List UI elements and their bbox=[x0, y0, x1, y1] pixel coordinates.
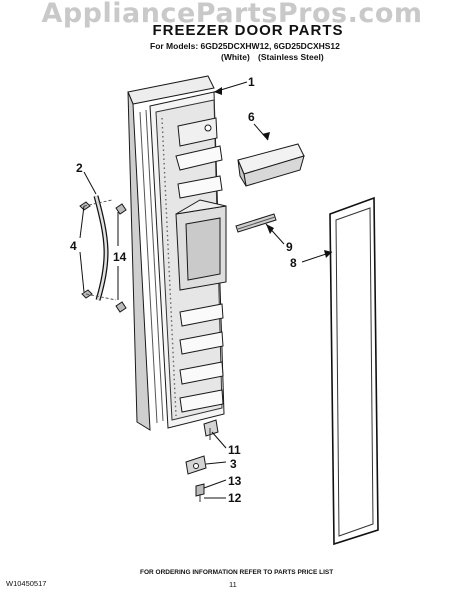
hinge-assembly bbox=[185, 419, 219, 502]
door-outer-panel bbox=[127, 75, 215, 431]
callout-3: 3 bbox=[230, 457, 237, 471]
callout-9: 9 bbox=[286, 240, 293, 254]
callout-4: 4 bbox=[70, 239, 77, 253]
door-gasket bbox=[329, 196, 379, 546]
callout-13: 13 bbox=[228, 474, 242, 488]
callout-2: 2 bbox=[76, 161, 83, 175]
page-number: 11 bbox=[229, 580, 237, 589]
callout-6: 6 bbox=[248, 110, 255, 124]
ordering-note: FOR ORDERING INFORMATION REFER TO PARTS … bbox=[140, 569, 334, 576]
callout-12: 12 bbox=[228, 491, 242, 505]
watermark: AppliancePartsPros.com bbox=[41, 0, 423, 29]
models-line: For Models: 6GD25DCXHW12, 6GD25DCXHS12 bbox=[150, 41, 340, 51]
variant-steel-label: (Stainless Steel) bbox=[258, 52, 324, 62]
door-bin bbox=[237, 143, 305, 187]
door-liner bbox=[149, 91, 227, 429]
page-title: FREEZER DOOR PARTS bbox=[152, 22, 344, 39]
callout-11: 11 bbox=[228, 443, 241, 457]
leader-lines bbox=[79, 81, 333, 499]
trim-strip bbox=[235, 213, 277, 233]
callout-1: 1 bbox=[248, 75, 255, 89]
callout-8: 8 bbox=[290, 256, 297, 270]
variant-white-label: (White) bbox=[221, 52, 250, 62]
callout-14: 14 bbox=[113, 250, 127, 264]
document-code: W10450517 bbox=[6, 579, 47, 588]
door-handle bbox=[79, 195, 127, 313]
